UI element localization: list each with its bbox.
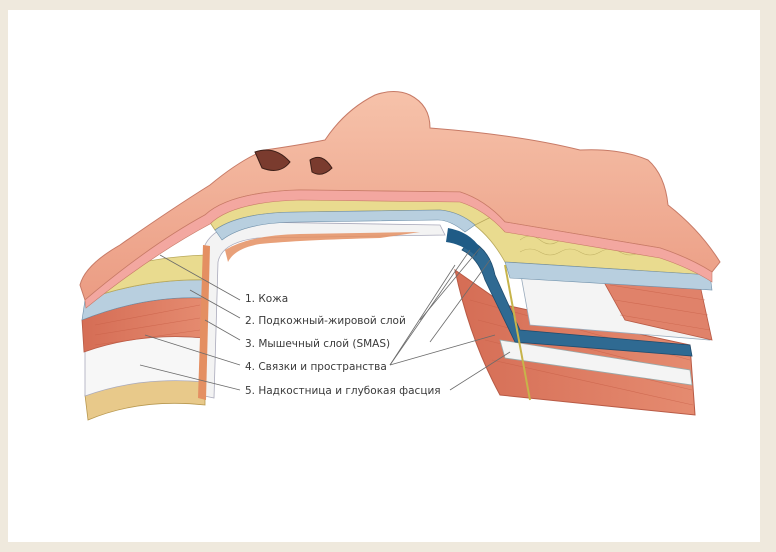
label-smas: 3. Мышечный слой (SMAS): [245, 338, 390, 350]
label-periosteum: 5. Надкостница и глубокая фасция: [245, 385, 441, 397]
label-ligaments: 4. Связки и пространства: [245, 361, 387, 373]
right-blue-fascia-upper: [446, 228, 480, 256]
label-skin: 1. Кожа: [245, 293, 288, 305]
label-fat: 2. Подкожный-жировой слой: [245, 315, 406, 327]
